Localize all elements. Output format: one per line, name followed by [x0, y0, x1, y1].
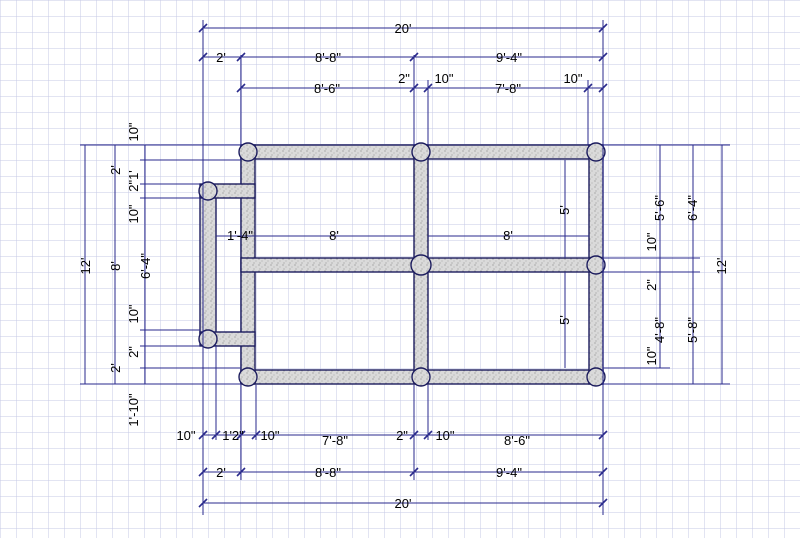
dimension-lines	[80, 20, 730, 515]
left-middle-label: 8'	[108, 261, 123, 271]
interior-label-1: 1'-4"	[227, 228, 253, 243]
bottom-row1-label-5: 2"	[396, 428, 408, 443]
pier-6	[586, 367, 606, 387]
interior-label-5: 5'	[557, 315, 572, 325]
pier-3	[586, 142, 606, 162]
left-inner-label-8: 2'	[108, 363, 123, 373]
right-col1-label-1: 5'-6"	[652, 195, 667, 221]
bottom-row1-label-2: 1'2"	[222, 428, 244, 443]
right-col1-label-3: 2"	[644, 279, 659, 291]
right-overall-label: 12'	[714, 258, 729, 275]
right-col2-label-2: 5'-8"	[685, 317, 700, 343]
pier-4	[238, 367, 258, 387]
left-inner-label-1: 10"	[126, 122, 141, 141]
bottom-row1-label-6: 10"	[435, 428, 454, 443]
bottom-row1-label-1: 10"	[176, 428, 195, 443]
pier-1	[238, 142, 258, 162]
left-inner-label-3: 2"1'	[126, 170, 141, 192]
bottom-row1-label-4: 7'-8"	[322, 433, 348, 448]
interior-label-2: 8'	[329, 228, 339, 243]
left-overall-label: 12'	[78, 258, 93, 275]
bottom-row2-label-2: 8'-8"	[315, 465, 341, 480]
bottom-overall-label: 20'	[395, 496, 412, 511]
left-inner-label-2: 2'	[108, 165, 123, 175]
interior-label-3: 8'	[503, 228, 513, 243]
top-overall-label: 20'	[395, 21, 412, 36]
top-row3-label-3: 10"	[434, 71, 453, 86]
left-inner-label-5: 6'-4"	[138, 253, 153, 279]
extension-wall	[199, 189, 217, 341]
left-inner-label-6: 10"	[126, 304, 141, 323]
top-row2-label-3: 9'-4"	[496, 50, 522, 65]
pier-5	[411, 367, 431, 387]
left-inner-label-9: 1'-10"	[126, 393, 141, 427]
top-row3-label-5: 10"	[563, 71, 582, 86]
pier-8	[586, 255, 606, 275]
right-col1-label-4: 4'-8"	[652, 317, 667, 343]
top-row3-label-4: 7'-8"	[495, 81, 521, 96]
top-row2-label-1: 2'	[216, 50, 226, 65]
bottom-row2-label-1: 2'	[216, 465, 226, 480]
dimension-labels: 20' 2' 8'-8" 9'-4" 8'-6" 2" 10" 7'-8" 10…	[78, 21, 729, 511]
right-col1-label-5: 10"	[644, 346, 659, 365]
right-col2-label-1: 6'-4"	[685, 195, 700, 221]
top-row3-label-2: 2"	[398, 71, 410, 86]
top-row2-label-2: 8'-8"	[315, 50, 341, 65]
left-inner-label-7: 2"	[126, 346, 141, 358]
right-col1-label-2: 10"	[644, 232, 659, 251]
top-row3-label-1: 8'-6"	[314, 81, 340, 96]
pier-9	[198, 181, 218, 201]
interior-label-4: 5'	[557, 205, 572, 215]
left-inner-label-4: 10"	[126, 204, 141, 223]
bottom-row1-label-3: 10"	[260, 428, 279, 443]
pier-7	[410, 254, 432, 276]
bottom-row2-label-3: 9'-4"	[496, 465, 522, 480]
bottom-row1-label-7: 8'-6"	[504, 433, 530, 448]
pier-10	[198, 329, 218, 349]
pier-2	[411, 142, 431, 162]
